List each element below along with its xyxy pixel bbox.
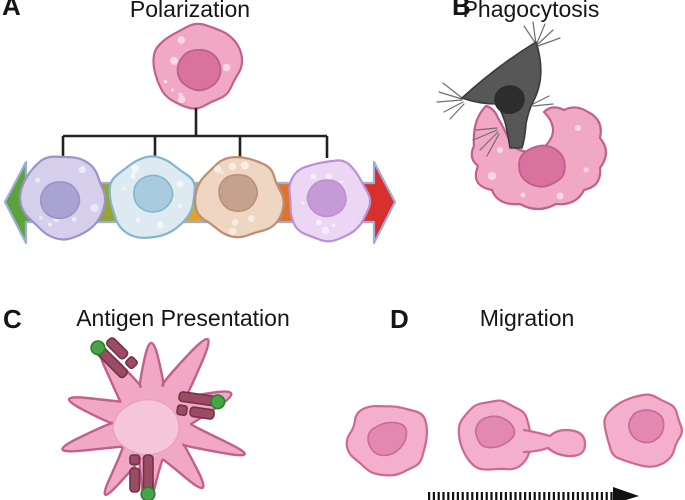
polarized-cell-2 <box>108 155 196 239</box>
migrating-cell-3 <box>603 393 683 468</box>
panel-phagocytosis: B Phagocytosis <box>436 0 608 211</box>
migration-arrowhead-icon <box>613 487 639 500</box>
phagocyte-nucleus <box>518 144 566 188</box>
parent-microglia-cell <box>152 22 244 110</box>
panel-title-polarization: Polarization <box>130 0 250 22</box>
neuron-processes <box>436 21 561 157</box>
migrating-cell-1 <box>345 404 429 477</box>
panel-letter-b: B <box>452 0 471 21</box>
panel-title-antigen-presentation: Antigen Presentation <box>76 305 290 331</box>
panel-title-phagocytosis: Phagocytosis <box>463 0 600 22</box>
neuron-nucleus <box>494 85 525 114</box>
branching-bracket <box>61 108 329 158</box>
phagocyte-vesicles <box>488 125 589 200</box>
polarized-cell-1 <box>19 155 107 241</box>
polarized-cell-4 <box>288 159 372 243</box>
panel-title-migration: Migration <box>480 305 575 331</box>
panel-antigen-presentation: C Antigen Presentation <box>3 304 290 500</box>
panel-letter-d: D <box>390 304 409 334</box>
migrating-cell-2-nucleus <box>474 415 516 449</box>
pseudopod-outline <box>522 428 587 458</box>
panel-letter-c: C <box>3 304 22 334</box>
panel-letter-a: A <box>2 0 21 21</box>
panel-polarization: A Polarization <box>2 0 397 245</box>
panel-migration: D Migration <box>345 304 683 500</box>
antigen-presenting-cell <box>61 338 246 500</box>
pseudopod-fill <box>504 428 586 457</box>
polarized-cell-3 <box>194 156 285 239</box>
